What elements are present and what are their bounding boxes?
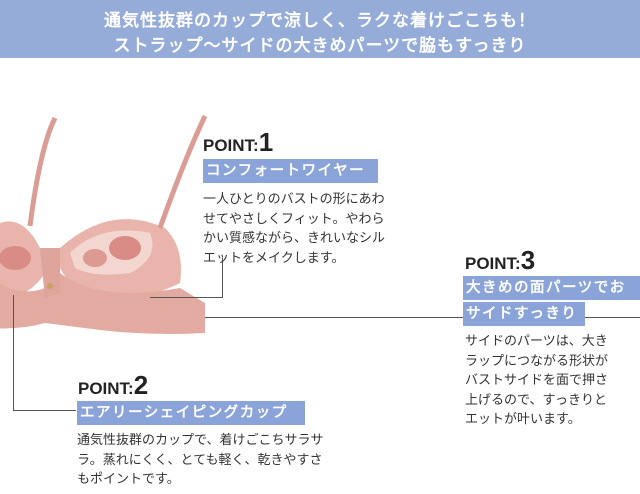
point-1-line-2: せてやさしくフィット。やわら — [203, 211, 385, 227]
point-3-title-line-2: サイドすっきり — [463, 302, 585, 326]
point-1-line-3: かい質感ながら、きれいなシル — [203, 231, 386, 246]
point-1-heading: POINT:1 — [203, 127, 273, 158]
banner-line-2: ストラップ〜サイドの大きめパーツで脇もすっきり — [113, 36, 527, 56]
point-3-title-line-1: 大きめの面パーツでお — [463, 276, 640, 300]
point-2-line-3: もポイントです。 — [77, 472, 180, 487]
product-image — [0, 114, 208, 334]
point-2-number: 2 — [133, 370, 149, 400]
connector-line-1-vertical — [222, 258, 223, 298]
point-1-line-4: エットをメイクします。 — [203, 250, 345, 266]
connector-line-1-horizontal — [150, 297, 223, 298]
point-2-title: エアリーシェイピングカップ — [77, 401, 305, 425]
point-2-prefix: POINT: — [78, 379, 134, 398]
banner-line-1: 通気性抜群のカップで涼しく、ラクな着けごこちも！ — [104, 11, 536, 31]
point-3-line-2: ラップにつながる形状が — [465, 353, 609, 369]
point-2-line-1: 通気性抜群のカップで、着けごこちサラサ — [77, 433, 324, 448]
connector-line-2-horizontal — [13, 410, 76, 411]
connector-line-2-vertical — [13, 295, 14, 411]
point-3-prefix: POINT: — [465, 254, 521, 273]
point-3-heading: POINT:3 — [465, 245, 535, 276]
point-3-line-5: エットが叶います。 — [465, 412, 581, 427]
point-1-line-1: 一人ひとりのバストの形にあわ — [203, 192, 385, 207]
point-3-line-1: サイドのパーツは、大き — [465, 334, 608, 349]
point-2-heading: POINT:2 — [78, 370, 148, 401]
point-3-line-3: バストサイドを面で押さ — [465, 373, 609, 388]
header-banner: 通気性抜群のカップで涼しく、ラクな着けごこちも！ ストラップ〜サイドの大きめパー… — [0, 0, 640, 58]
point-3-description: サイドのパーツは、大き ラップにつながる形状が バストサイドを面で押さ 上げるの… — [465, 332, 640, 430]
point-3-number: 3 — [520, 245, 536, 275]
point-1-description: 一人ひとりのバストの形にあわ せてやさしくフィット。やわら かい質感ながら、きれ… — [203, 190, 438, 268]
point-3-line-4: 上げるので、すっきりと — [465, 392, 607, 408]
point-2-line-2: ラ。蒸れにくく、とても軽く、乾きやすさ — [77, 452, 323, 468]
point-1-number: 1 — [258, 127, 274, 157]
point-1-title: コンフォートワイヤー — [203, 159, 378, 183]
point-1-prefix: POINT: — [203, 136, 259, 155]
connector-line-3-horizontal — [205, 317, 640, 318]
point-2-description: 通気性抜群のカップで、着けごこちサラサ ラ。蒸れにくく、とても軽く、乾きやすさ … — [77, 431, 377, 490]
